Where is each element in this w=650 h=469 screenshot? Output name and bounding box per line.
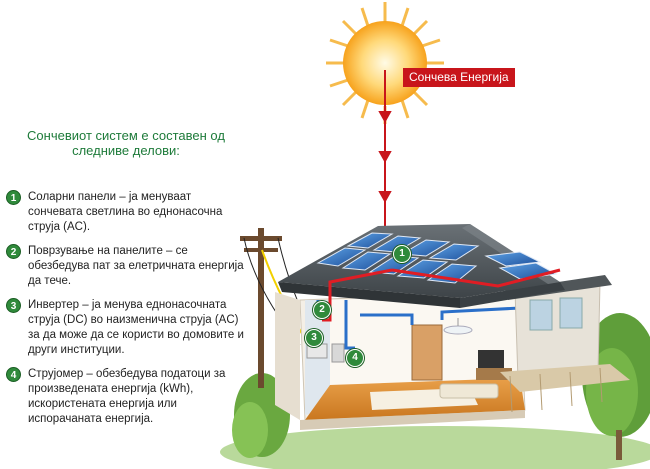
sun-energy-label: Сончева Енергија xyxy=(403,68,515,87)
marker-inverter: 3 xyxy=(305,329,323,347)
list-item: 4 Струјомер – обезбедува податоци за про… xyxy=(6,367,246,427)
step-text: Струјомер – обезбедува податоци за произ… xyxy=(28,368,226,425)
step-text: Соларни панели – ја менуваат сончевата с… xyxy=(28,191,223,233)
marker-connection: 2 xyxy=(313,301,331,319)
step-text: Инвертер – ја менува еднонасочната струј… xyxy=(28,299,244,356)
step-text: Поврзување на панелите – се обезбедува п… xyxy=(28,245,244,287)
list-item: 3 Инвертер – ја менува еднонасочната стр… xyxy=(6,298,246,358)
marker-panels: 1 xyxy=(393,245,411,263)
steps-list: 1 Соларни панели – ја менуваат сончевата… xyxy=(6,190,246,436)
step-number-badge: 1 xyxy=(6,190,21,205)
meter-box xyxy=(331,343,345,363)
step-number-badge: 2 xyxy=(6,244,21,259)
intro-text: Сончевиот систем е составен од следниве … xyxy=(27,128,225,158)
step-number-badge: 4 xyxy=(6,367,21,382)
list-item: 1 Соларни панели – ја менуваат сончевата… xyxy=(6,190,246,235)
dc-wire xyxy=(322,268,561,322)
lawn xyxy=(220,426,650,469)
house-annex xyxy=(500,275,630,413)
step-number-badge: 3 xyxy=(6,298,21,313)
list-item: 2 Поврзување на панелите – се обезбедува… xyxy=(6,244,246,289)
marker-meter: 4 xyxy=(346,349,364,367)
